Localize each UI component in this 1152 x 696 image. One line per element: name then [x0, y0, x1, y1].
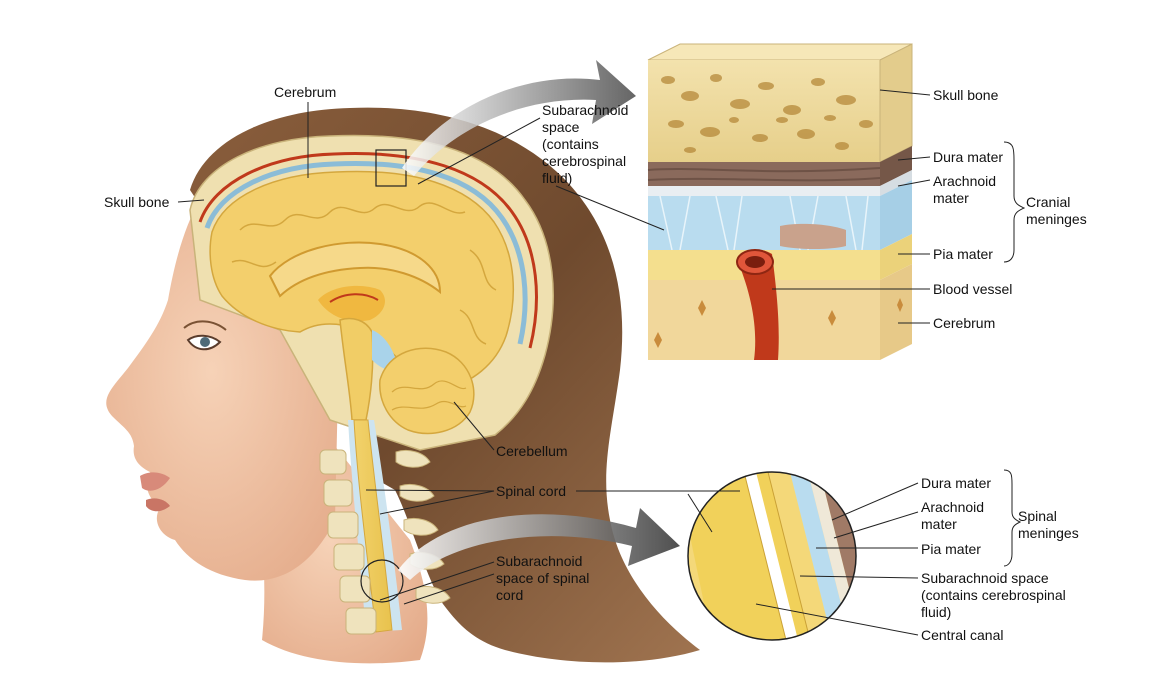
- label-cranial-meninges: Cranial meninges: [1026, 194, 1087, 227]
- arrow-to-spinal-detail: [398, 508, 680, 580]
- cranial-meninges-block: [647, 43, 913, 360]
- label-block-cerebrum: Cerebrum: [933, 315, 996, 331]
- label-cerebellum: Cerebellum: [496, 443, 568, 459]
- block-dura: [648, 162, 880, 186]
- label-spinal-arachnoid-mater: Arachnoid mater: [921, 499, 985, 532]
- label-block-pia-mater: Pia mater: [933, 246, 993, 262]
- brainstem: [339, 317, 374, 421]
- label-cerebrum: Cerebrum: [274, 84, 337, 100]
- label-block-blood-vessel: Blood vessel: [933, 281, 1013, 297]
- dura-line: [198, 152, 538, 349]
- label-central-canal: Central canal: [921, 627, 1004, 643]
- cerebrum: [209, 170, 515, 391]
- label-subarachnoid-space: Subarachnoid space (contains cerebrospin…: [542, 102, 629, 186]
- corpus-callosum: [268, 241, 442, 298]
- leader-lines: [177, 89, 931, 636]
- label-block-skull-bone: Skull bone: [933, 87, 999, 103]
- spinal-meninges-circle: [687, 471, 857, 641]
- cerebellum: [379, 347, 475, 435]
- label-spinal-pia-mater: Pia mater: [921, 541, 981, 557]
- csf-layer: [204, 160, 528, 345]
- label-spinal-cord: Spinal cord: [496, 483, 567, 499]
- zoom-circle-spinal: [360, 559, 404, 603]
- lips: [140, 472, 170, 491]
- spinal-cord-shape: [353, 419, 393, 633]
- label-spinal-meninges: Spinal meninges: [1018, 508, 1079, 541]
- head-sagittal-section: [106, 107, 700, 664]
- label-spinal-subarachnoid-space: Subarachnoid space (contains cerebrospin…: [921, 570, 1066, 620]
- cranial-bracket: [1003, 141, 1026, 263]
- label-block-dura-mater: Dura mater: [933, 149, 1004, 165]
- block-arachnoid: [648, 186, 880, 196]
- label-spinal-dura-mater: Dura mater: [921, 475, 992, 491]
- label-skull-bone: Skull bone: [104, 194, 170, 210]
- block-blood-vessel: [738, 249, 779, 360]
- arrow-to-cranial-detail: [402, 60, 636, 176]
- label-block-arachnoid-mater: Arachnoid mater: [933, 173, 997, 206]
- spinal-bracket: [1003, 469, 1022, 567]
- label-subarachnoid-spinal: Subarachnoid space of spinal cord: [496, 553, 590, 603]
